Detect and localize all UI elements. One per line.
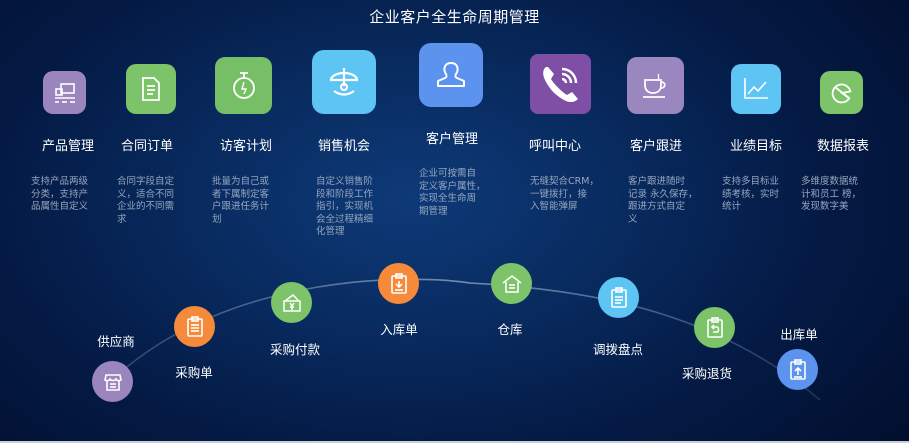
module-call-center-tile[interactable] — [530, 54, 591, 114]
module-contract-tile[interactable] — [126, 64, 176, 114]
flow-inbound-order-label: 入库单 — [380, 322, 418, 337]
module-performance-desc: 支持多目标业 绩考核，实时 统计 — [722, 176, 780, 212]
phone-icon — [542, 67, 578, 103]
payment-icon — [282, 293, 301, 312]
store-icon — [103, 373, 122, 391]
page-title: 企业客户全生命周期管理 — [369, 8, 540, 26]
pie-chart-icon — [831, 83, 851, 103]
module-contract-label: 合同订单 — [120, 139, 174, 154]
flow-purchase-order-label: 采购单 — [175, 365, 213, 380]
module-visit-plan-desc: 批量为自己或 者下属制定客 户跟进任务计 划 — [212, 176, 270, 225]
clipboard-icon — [186, 315, 203, 337]
flow-purchase-payment-label: 采购付款 — [269, 342, 321, 357]
flow-transfer-inventory-label: 调拨盘点 — [592, 342, 644, 357]
flow-supplier-node[interactable] — [92, 361, 133, 402]
module-contract-desc: 合同字段自定 义，适合不同 企业的不同需 求 — [117, 176, 175, 225]
module-report-label: 数据报表 — [816, 139, 870, 154]
flow-warehouse-node[interactable] — [491, 263, 532, 304]
flow-supplier-label: 供应商 — [97, 334, 135, 349]
flow-warehouse-label: 仓库 — [497, 322, 523, 337]
flow-purchase-payment-node[interactable] — [271, 282, 312, 323]
module-visit-plan-label: 访客计划 — [219, 139, 273, 154]
clipboard-in-icon — [390, 272, 407, 294]
stopwatch-icon — [232, 71, 255, 99]
coffee-icon — [642, 73, 666, 98]
module-customer-desc: 企业可按需自 定义客户属性， 实现全生命周 期管理 — [419, 168, 486, 217]
module-customer-tile[interactable] — [419, 43, 483, 107]
bottom-border — [0, 441, 909, 443]
clipboard-out-icon — [789, 358, 806, 380]
clipboard-return-icon — [706, 316, 723, 338]
flow-outbound-order-label: 出库单 — [780, 327, 818, 342]
module-sales-opportunity-desc: 自定义销售阶 段和阶段工作 指引，实现机 会全过程精细 化管理 — [316, 176, 374, 237]
module-follow-up-desc: 客户跟进随时 记录 永久保存， 跟进方式自定 义 — [628, 176, 698, 225]
flow-transfer-inventory-node[interactable] — [598, 277, 639, 318]
module-call-center-desc: 无缝契合CRM， 一键拨打，接 入智能弹屏 — [530, 176, 599, 212]
document-icon — [142, 77, 160, 101]
clipboard-list-icon — [610, 286, 627, 308]
module-follow-up-tile[interactable] — [627, 57, 684, 114]
flow-purchase-return-label: 采购退货 — [681, 366, 733, 381]
module-product-desc: 支持产品两级 分类，支持产 品属性自定义 — [31, 176, 89, 212]
flow-inbound-order-node[interactable] — [378, 263, 419, 304]
flow-purchase-return-node[interactable] — [694, 307, 735, 348]
module-product-tile[interactable] — [43, 71, 86, 114]
product-icon — [54, 82, 75, 103]
warehouse-icon — [502, 274, 521, 293]
module-report-desc: 多维度数据统 计和员工 榜， 发现数字美 — [801, 176, 862, 212]
module-performance-tile[interactable] — [731, 64, 781, 114]
flow-outbound-order-node[interactable] — [777, 349, 818, 390]
module-call-center-label: 呼叫中心 — [528, 139, 582, 154]
module-product-label: 产品管理 — [41, 139, 95, 154]
module-report-tile[interactable] — [820, 71, 863, 114]
scale-icon — [329, 68, 359, 96]
module-sales-opportunity-tile[interactable] — [312, 50, 376, 114]
module-visit-plan-tile[interactable] — [215, 57, 272, 114]
flow-purchase-order-node[interactable] — [174, 306, 215, 347]
module-performance-label: 业绩目标 — [729, 139, 783, 154]
module-sales-opportunity-label: 销售机会 — [317, 139, 371, 154]
module-customer-label: 客户管理 — [425, 132, 479, 147]
module-follow-up-label: 客户跟进 — [629, 139, 683, 154]
user-icon — [437, 62, 465, 87]
line-chart-icon — [744, 78, 768, 99]
